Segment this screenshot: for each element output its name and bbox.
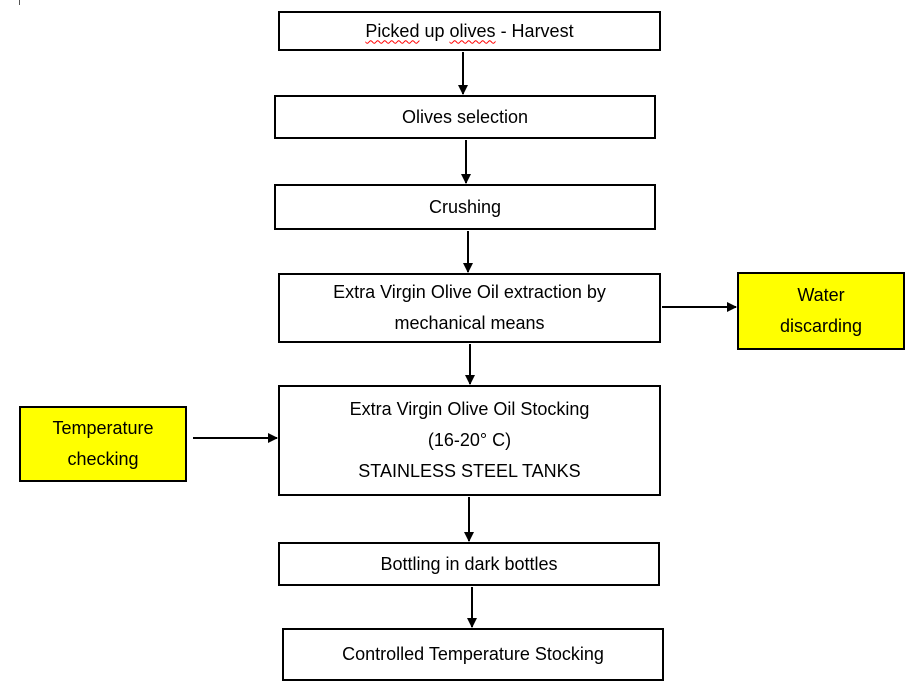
water-discarding-line-2: discarding [779, 316, 863, 336]
step-selection-box: Olives selection [274, 95, 656, 139]
step-controlled-stocking-label: Controlled Temperature Stocking [342, 644, 604, 664]
step-harvest-word-olives: olives [449, 20, 496, 41]
step-selection-label: Olives selection [401, 106, 529, 127]
step-harvest-word-rest: - Harvest [500, 20, 574, 41]
step-stocking-line-2: (16-20° C) [427, 430, 512, 450]
step-extraction-line-2: mechanical means [394, 313, 545, 333]
water-discarding-line-1: Water [797, 285, 845, 305]
step-harvest-box: Picked up olives - Harvest [278, 11, 661, 51]
step-harvest-word-up: up [424, 20, 445, 41]
step-bottling-box: Bottling in dark bottles [278, 542, 660, 586]
step-crushing-label: Crushing [428, 196, 502, 217]
step-extraction-line-1: Extra Virgin Olive Oil extraction by [333, 282, 606, 302]
step-controlled-stocking-box: Controlled Temperature Stocking [282, 628, 664, 681]
step-stocking-box: Extra Virgin Olive Oil Stocking (16-20° … [278, 385, 661, 496]
step-crushing-box: Crushing [274, 184, 656, 230]
step-extraction-box: Extra Virgin Olive Oil extraction by mec… [278, 273, 661, 343]
step-stocking-line-1: Extra Virgin Olive Oil Stocking [349, 399, 590, 419]
step-harvest-word-picked: Picked [365, 20, 420, 41]
temperature-checking-line-1: Temperature [52, 418, 154, 438]
water-discarding-box: Water discarding [737, 272, 905, 350]
temperature-checking-line-2: checking [67, 449, 139, 469]
step-bottling-label: Bottling in dark bottles [380, 553, 558, 574]
step-harvest-label: Picked up olives - Harvest [365, 16, 573, 47]
step-stocking-line-3: STAINLESS STEEL TANKS [358, 461, 581, 481]
page-corner-mark [19, 0, 20, 5]
temperature-checking-box: Temperature checking [19, 406, 187, 482]
